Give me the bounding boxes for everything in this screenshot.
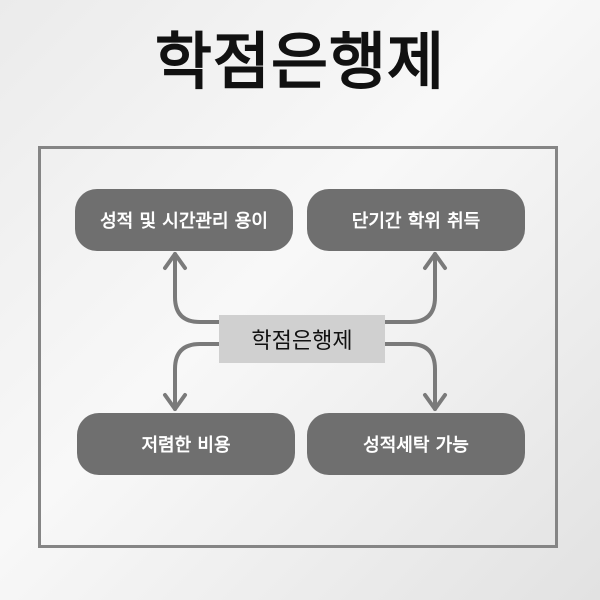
arrow-to-bottom-right xyxy=(383,342,437,411)
node-time-management: 성적 및 시간관리 용이 xyxy=(75,189,293,251)
node-low-cost: 저렴한 비용 xyxy=(77,413,295,475)
arrowhead-top-left xyxy=(163,252,187,270)
arrow-to-bottom-left xyxy=(173,342,221,411)
arrowhead-top-right xyxy=(423,252,447,270)
arrow-to-top-left xyxy=(173,252,221,324)
center-node: 학점은행제 xyxy=(219,315,385,363)
page-title: 학점은행제 xyxy=(154,25,446,98)
arrowhead-bottom-right xyxy=(423,393,447,411)
node-grade-improvement: 성적세탁 가능 xyxy=(307,413,525,475)
diagram-frame xyxy=(38,146,558,548)
arrowhead-bottom-left xyxy=(163,393,187,411)
node-short-degree: 단기간 학위 취득 xyxy=(307,189,525,251)
arrow-to-top-right xyxy=(383,252,437,324)
